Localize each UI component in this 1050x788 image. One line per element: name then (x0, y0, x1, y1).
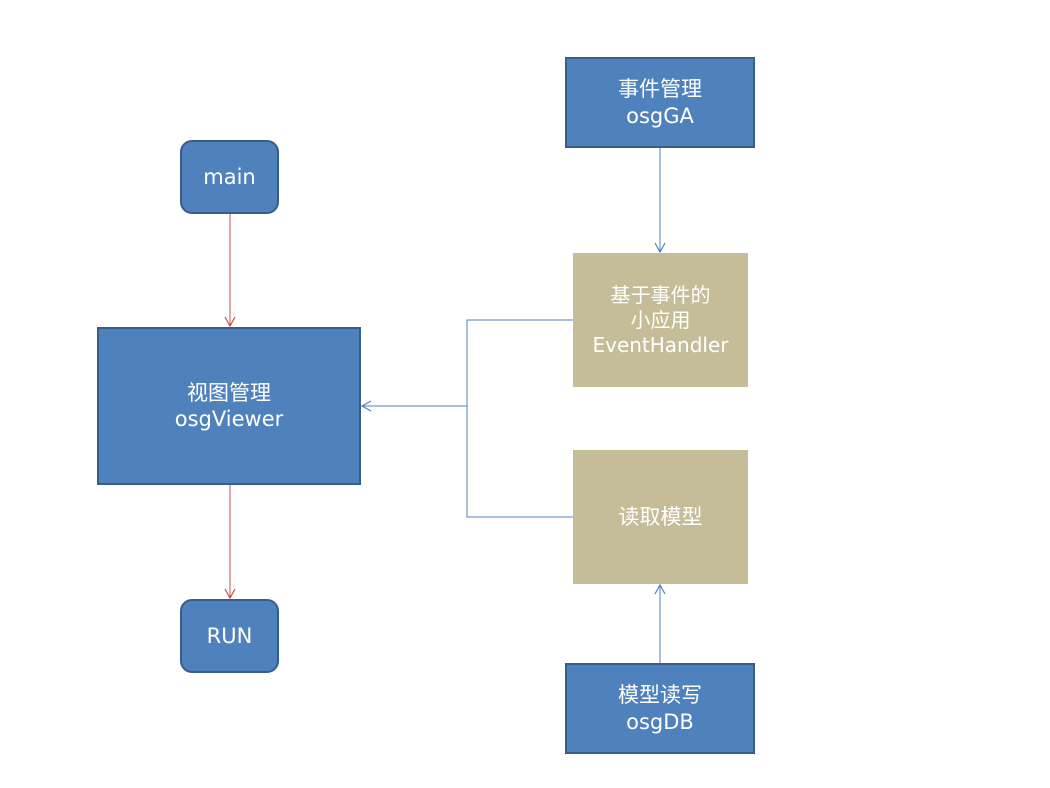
node-eventhandler-line3: EventHandler (592, 332, 729, 357)
node-osgdb[interactable]: 模型读写 osgDB (565, 663, 755, 754)
node-osgdb-subtitle: osgDB (626, 709, 694, 734)
node-osgviewer[interactable]: 视图管理 osgViewer (97, 327, 361, 485)
node-eventhandler[interactable]: 基于事件的 小应用 EventHandler (573, 253, 748, 387)
node-read-model-label: 读取模型 (618, 504, 703, 529)
node-osgga-title: 事件管理 (618, 77, 702, 102)
node-osgga-subtitle: osgGA (626, 103, 694, 128)
node-read-model[interactable]: 读取模型 (573, 450, 748, 584)
node-eventhandler-line1: 基于事件的 (610, 282, 711, 307)
node-eventhandler-line2: 小应用 (630, 307, 691, 332)
node-osgviewer-subtitle: osgViewer (174, 407, 284, 431)
node-osgga[interactable]: 事件管理 osgGA (565, 57, 755, 148)
node-run[interactable]: RUN (180, 599, 279, 673)
node-osgdb-title: 模型读写 (618, 683, 702, 708)
connector-read-to-viewer (466, 406, 573, 518)
connector-handler-to-viewer (466, 319, 573, 406)
node-osgviewer-title: 视图管理 (187, 380, 271, 405)
node-main[interactable]: main (180, 140, 279, 214)
node-run-label: RUN (206, 623, 253, 648)
node-main-label: main (203, 164, 256, 189)
